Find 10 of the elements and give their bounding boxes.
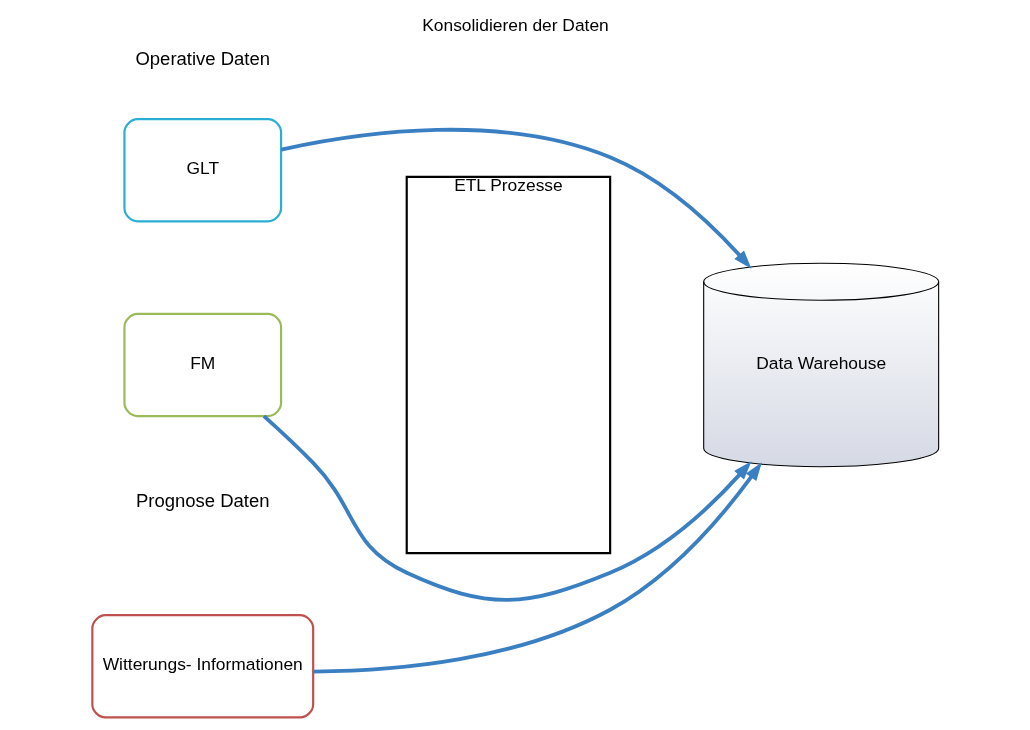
node-box: Witterungs- Informationen xyxy=(90,614,314,719)
arrow xyxy=(262,414,751,602)
diagram-title: Konsolidieren der Daten xyxy=(421,14,609,35)
arrow xyxy=(312,462,762,674)
arrow xyxy=(280,128,751,269)
label: Operative Daten xyxy=(134,47,270,69)
label: Prognose Daten xyxy=(135,489,270,511)
node-box: FM xyxy=(122,312,282,418)
node-box: ETL Prozesse xyxy=(405,175,611,555)
node-box: GLT xyxy=(122,118,282,223)
